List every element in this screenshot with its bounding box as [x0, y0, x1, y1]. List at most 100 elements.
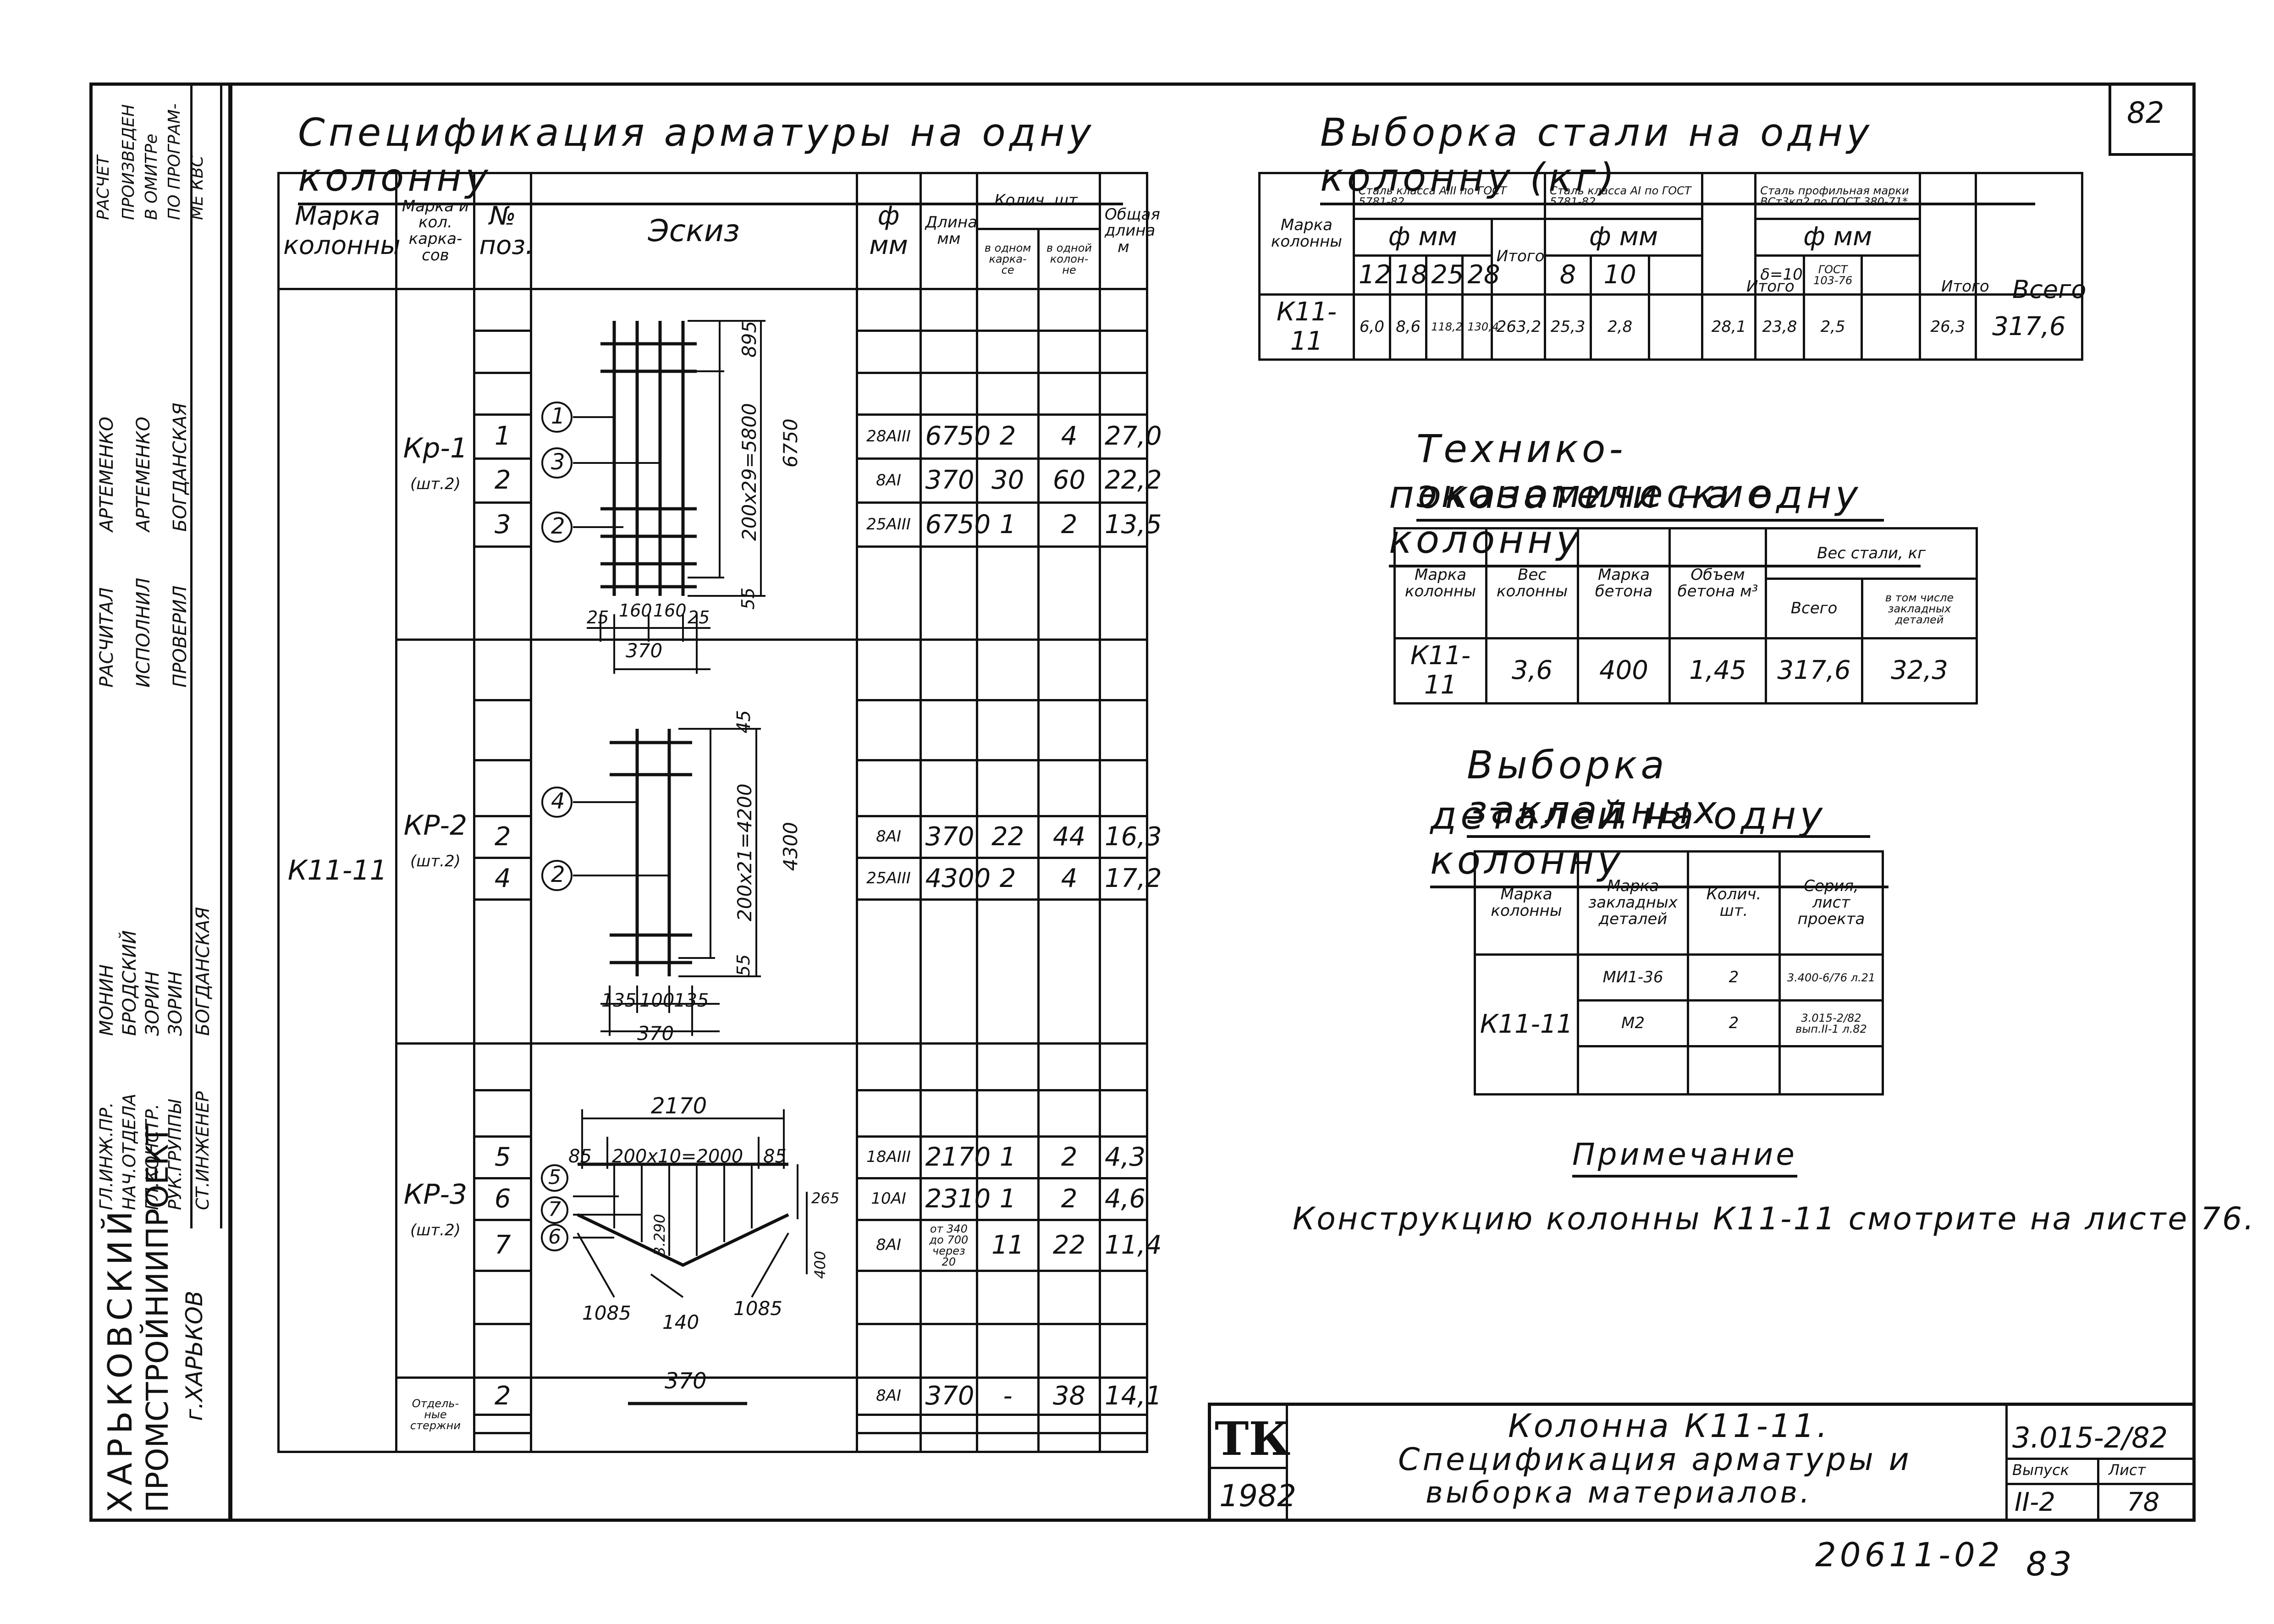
sketch3-circle2: 7 — [548, 1198, 561, 1221]
tb-line1: Колонна К11-11. — [1508, 1407, 1830, 1445]
tb-sheet-label: Лист — [2109, 1461, 2146, 1479]
steel-d: δ=10 — [1754, 254, 1805, 296]
sketch1-dim: 55 — [738, 587, 758, 610]
steel-d: 8 — [1543, 254, 1592, 296]
sketch2-dim: 55 — [733, 954, 754, 976]
tech-h: в том числе закладных деталей — [1861, 578, 1978, 639]
sketch-separate — [628, 1402, 747, 1405]
spec-q1: 1 — [976, 1177, 1040, 1222]
steel-v — [1647, 293, 1704, 361]
sketch2-dim: 4300 — [779, 822, 802, 871]
spec-q2: 2 — [1037, 501, 1101, 548]
stamp-name2: АРТЕМЕНКО — [133, 417, 154, 532]
sketch2-dim: 370 — [637, 1022, 674, 1045]
spec-q1: 30 — [976, 457, 1040, 504]
sheet-number: 82 — [2127, 96, 2164, 130]
sketch3-dim: 85 — [568, 1146, 592, 1167]
spec-q2: 2 — [1037, 1177, 1101, 1222]
tech-h: Всего — [1765, 578, 1863, 639]
steel-v: 28,1 — [1701, 293, 1757, 361]
steel-h-total: Итого — [1490, 218, 1546, 296]
embed-s: 3.400-6/76 л.21 — [1778, 953, 1884, 1002]
note-title: Примечание — [1572, 1137, 1797, 1178]
stamp-note: ПО ПРОГРАМ- — [165, 103, 184, 220]
spec-len: 370 — [919, 1376, 979, 1416]
steel-table: Марка колонны Сталь класса АIII по ГОСТ … — [1258, 172, 2084, 361]
sketch3-dim: 200х10=2000 — [612, 1146, 743, 1167]
sketch2-dim: 135 — [601, 990, 637, 1011]
sketch3-dim: 140 — [662, 1311, 699, 1333]
spec-q2: 60 — [1037, 457, 1101, 504]
stamp-note: В ОМИТРе — [142, 133, 161, 220]
spec-pos: 1 — [473, 413, 532, 460]
steel-v: 317,6 — [1974, 293, 2084, 361]
sketch2-dim: 45 — [733, 710, 754, 733]
steel-h-mark: Марка колонны — [1258, 172, 1355, 296]
steel-h-total: Итого — [1746, 277, 1795, 296]
tech-v: 400 — [1577, 637, 1671, 705]
spec-h-length: Длина мм — [919, 171, 979, 291]
sketch1-dim: 160 — [619, 600, 652, 621]
spec-pos: 5 — [473, 1135, 532, 1180]
steel-h-a3: Сталь класса АIII по ГОСТ 5781-82 — [1352, 172, 1546, 220]
sheet-number-box — [2109, 83, 2196, 156]
steel-mark: К11-11 — [1258, 293, 1355, 361]
spec-total: 11,4 — [1098, 1219, 1162, 1272]
embed-h: Марка колонны — [1474, 850, 1579, 956]
spec-table: Марка колонны Марка и кол. карка- сов № … — [277, 171, 1162, 1453]
spec-dia: 8АI — [855, 1219, 922, 1272]
sketch3-dim: 85 — [763, 1146, 787, 1167]
spec-total: 4,3 — [1098, 1135, 1149, 1180]
steel-v — [1861, 293, 1922, 361]
sketch1-circle3: 2 — [551, 513, 565, 539]
steel-h-total: Итого — [1941, 277, 1989, 296]
sketch3-dim: 3.290 — [651, 1214, 668, 1256]
sketch1-dim: 25 — [688, 607, 710, 628]
steel-d: 18 — [1389, 254, 1427, 296]
spec-total: 16,3 — [1098, 815, 1162, 859]
tech-v: 1,45 — [1668, 637, 1767, 705]
note-text: Конструкцию колонны К11-11 смотрите на л… — [1293, 1201, 2256, 1237]
stamp-role2: ПРОВЕРИЛ — [170, 585, 191, 688]
spec-dia: 10АI — [855, 1177, 922, 1222]
spec-h-total: Общая длина м — [1098, 171, 1160, 291]
spec-q1: 2 — [976, 413, 1040, 460]
steel-d — [1647, 254, 1704, 296]
sketch-cell-4 — [529, 1376, 858, 1453]
stamp-role: РУК.ГРУППЫ — [165, 1100, 185, 1210]
spec-q2: 4 — [1037, 857, 1101, 901]
spec-pos: 2 — [473, 815, 532, 859]
tech-v: 317,6 — [1765, 637, 1863, 705]
sketch2-circle1: 4 — [551, 788, 565, 814]
stamp-note: РАСЧЕТ — [94, 155, 113, 220]
sketch2-dim: 200х21=4200 — [733, 783, 756, 921]
sketch3-dim: 1085 — [582, 1302, 631, 1324]
steel-d — [1861, 254, 1922, 296]
frame-separate: Отдель- ные стержни — [395, 1376, 476, 1453]
steel-d: ГОСТ 103-76 — [1802, 254, 1863, 296]
tech-h: Марка колонны — [1393, 527, 1487, 639]
page-number: 83 — [2026, 1545, 2076, 1583]
embed-mark: К11-11 — [1474, 953, 1579, 1096]
sketch1-dim: 160 — [653, 600, 687, 621]
steel-v: 130,4 — [1461, 293, 1499, 361]
spec-total: 4,6 — [1098, 1177, 1149, 1222]
title-block — [1208, 1403, 2196, 1522]
spec-pos: 2 — [473, 1376, 532, 1416]
spec-q2: 44 — [1037, 815, 1101, 859]
sketch3-dim: 2170 — [651, 1093, 707, 1119]
spec-q2: 38 — [1037, 1376, 1101, 1416]
spec-q1: - — [976, 1376, 1040, 1416]
stamp-role: ГЛ.ИНЖ.ПР. — [96, 1102, 116, 1210]
steel-v: 8,6 — [1389, 293, 1428, 361]
sketch2-dim: 100 — [639, 990, 675, 1011]
tech-v: К11-11 — [1393, 637, 1487, 705]
steel-d: 10 — [1590, 254, 1650, 296]
tb-sheet: 78 — [2127, 1487, 2160, 1517]
spec-q1: 1 — [976, 501, 1040, 548]
spec-q1: 11 — [976, 1219, 1040, 1272]
spec-dia: 28АIII — [855, 413, 922, 460]
sketch3-circle1: 5 — [548, 1166, 561, 1189]
tb-issue-label: Выпуск — [2012, 1461, 2069, 1479]
steel-h-prof: Сталь профильная марки ВСт3кп2 по ГОСТ 3… — [1754, 172, 1922, 220]
